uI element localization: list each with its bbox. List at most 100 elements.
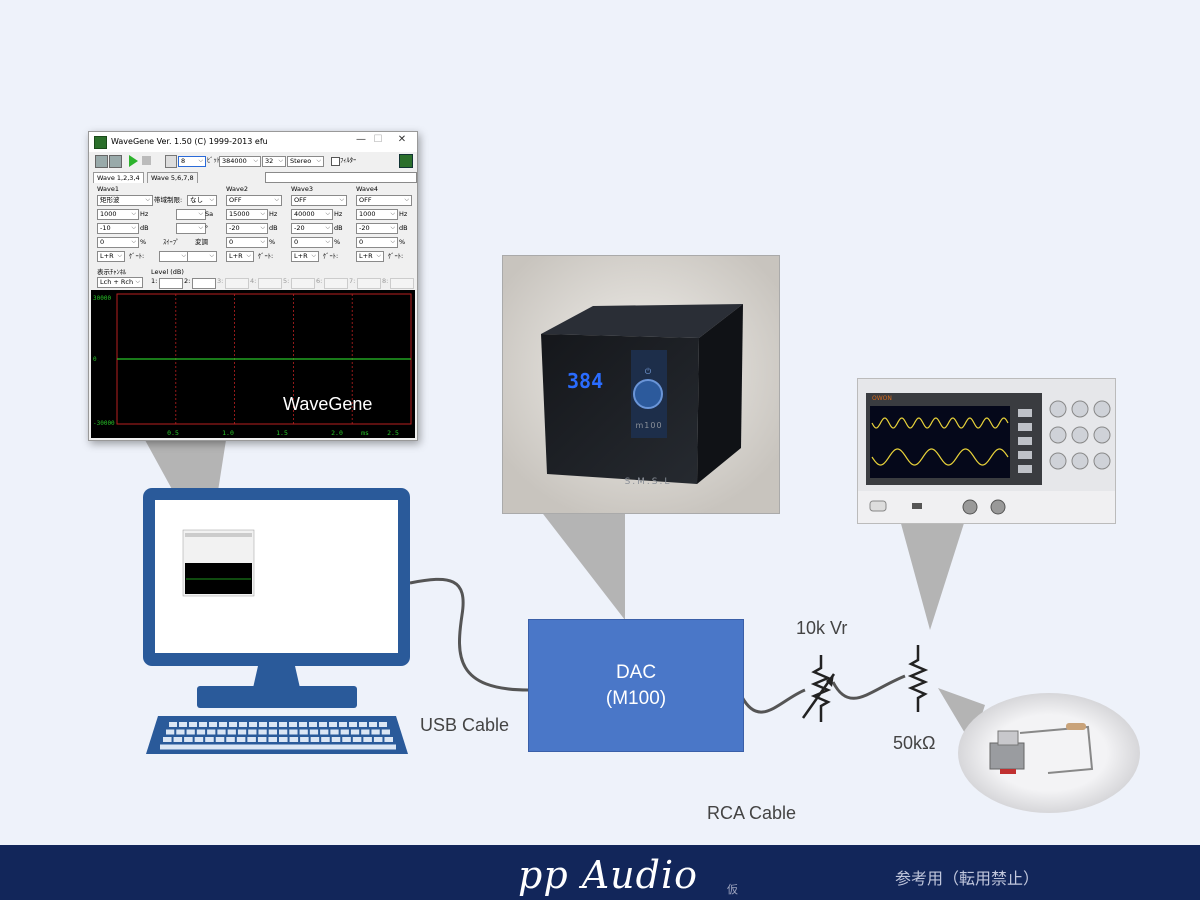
wave-1-level-input[interactable]: -10 (97, 223, 139, 234)
wave-1-db-unit: dB (140, 224, 149, 232)
wave-1-phase-input[interactable]: 0 (97, 237, 139, 248)
scope-side-button (1018, 437, 1032, 445)
level-meter (258, 278, 282, 289)
jack-red-band (1000, 769, 1016, 774)
display-channel-label: 表示ﾁｬﾝﾈﾙ (97, 268, 127, 276)
tab-wave-5-8[interactable]: Wave 5,6,7,8 (147, 172, 198, 183)
close-button[interactable]: ✕ (397, 134, 407, 145)
mode-select[interactable]: Stereo (287, 156, 324, 167)
variable-resistor-symbol (801, 655, 836, 722)
wave-3-type-select[interactable]: OFF (291, 195, 347, 206)
wave-4-db-unit: dB (399, 224, 408, 232)
wave-3-hz-unit: Hz (334, 210, 343, 218)
wave-4-title: Wave4 (356, 185, 378, 193)
display-channel-select[interactable]: Lch + Rch (97, 277, 143, 288)
pulse-width-input[interactable] (176, 209, 206, 220)
scope-usb-port (912, 503, 922, 509)
wave-3-channel-select[interactable]: L+R (291, 251, 319, 262)
dac-brand-text: S.M.S.L (625, 477, 672, 487)
scope-knob (1071, 426, 1089, 444)
wave-2-hz-unit: Hz (269, 210, 278, 218)
exit-icon[interactable] (399, 154, 413, 168)
wave-1-pct-unit: % (140, 238, 147, 246)
scope-x-tick: 2.0 (331, 429, 343, 437)
stop-icon[interactable] (142, 156, 151, 165)
dac-block-title: DAC (615, 662, 657, 683)
modulation-label: 変調 (195, 238, 208, 246)
channel-select[interactable]: 8 (178, 156, 206, 167)
jack-body (989, 742, 1025, 770)
wavegene-window: WaveGene Ver. 1.50 (C) 1999-2013 efu — ☐… (88, 131, 418, 441)
wave-4-gate-label: ｹﾞｰﾄ: (388, 252, 404, 260)
band-limit-select[interactable]: なし (187, 195, 217, 206)
wave-2-phase-input[interactable]: 0 (226, 237, 268, 248)
wave-2-freq-input[interactable]: 15000 (226, 209, 268, 220)
wave-4-type-select[interactable]: OFF (356, 195, 412, 206)
wavegene-toolbar: 8 ﾋﾞｯﾄ 384000 32 Stereo ﾌｨﾙﾀｰ (89, 152, 417, 170)
level-channel-label: 1: (151, 277, 158, 285)
wave-3-title: Wave3 (291, 185, 313, 193)
wave-4-pct-unit: % (399, 238, 406, 246)
jack-resistor (1066, 723, 1086, 730)
dac-photo: ⏻ 384 m100 S.M.S.L (502, 255, 780, 514)
level-meter (324, 278, 348, 289)
band-limit-label: 帯域制限: (154, 196, 183, 204)
gate-select-2[interactable] (187, 251, 217, 262)
wave-4-phase-input[interactable]: 0 (356, 237, 398, 248)
wave-1-title: Wave1 (97, 185, 119, 193)
save-icon[interactable] (109, 155, 122, 168)
minimize-button[interactable]: — (356, 134, 366, 145)
wave-2-pct-unit: % (269, 238, 276, 246)
gate-select-1[interactable] (159, 251, 189, 262)
usb-cable-label: USB Cable (420, 715, 510, 735)
sweep-label: ｽｲｰﾌﾟ (163, 238, 180, 246)
wave-4-channel-select[interactable]: L+R (356, 251, 384, 262)
wave-3-pct-unit: % (334, 238, 341, 246)
wave-4-freq-input[interactable]: 1000 (356, 209, 398, 220)
scope-channel-2-trace (871, 448, 1009, 466)
wave-2-type-select[interactable]: OFF (226, 195, 282, 206)
scope-x-tick: 2.5 (387, 429, 399, 437)
wave-1-freq-input[interactable]: 1000 (97, 209, 139, 220)
rca-jack-drawing (989, 723, 1094, 774)
scope-knob (1049, 452, 1067, 470)
bit-depth-select[interactable]: 32 (262, 156, 286, 167)
level-channel-label: 3: (217, 277, 224, 285)
scope-power-button (869, 500, 887, 512)
rca-cable-segment-2 (831, 674, 906, 700)
phase-offset-input[interactable] (176, 223, 206, 234)
play-icon[interactable] (129, 155, 138, 167)
wave-3-freq-input[interactable]: 40000 (291, 209, 333, 220)
tab-wave-1-4[interactable]: Wave 1,2,3,4 (93, 172, 144, 183)
wavegene-titlebar: WaveGene Ver. 1.50 (C) 1999-2013 efu — ☐… (89, 132, 417, 152)
level-meter (192, 278, 216, 289)
resistor-symbol (907, 645, 929, 712)
scope-knob (1093, 400, 1111, 418)
scope-x-tick: ms (361, 429, 369, 437)
maximize-button[interactable]: ☐ (373, 134, 383, 145)
scope-side-button (1018, 451, 1032, 459)
wave-3-phase-input[interactable]: 0 (291, 237, 333, 248)
sample-rate-select[interactable]: 384000 (219, 156, 261, 167)
wave-4-level-input[interactable]: -20 (356, 223, 398, 234)
scope-channel-1-trace (871, 417, 1009, 429)
copy-icon[interactable] (165, 155, 177, 168)
wave-2-channel-select[interactable]: L+R (226, 251, 254, 262)
level-meter (357, 278, 381, 289)
wave-2-title: Wave2 (226, 185, 248, 193)
dac-display: 384 (567, 369, 603, 393)
wave-1-channel-select[interactable]: L+R (97, 251, 125, 262)
wavegene-title: WaveGene Ver. 1.50 (C) 1999-2013 efu (111, 137, 268, 146)
scope-bnc-ch1 (962, 499, 978, 515)
dac-block-model: (M100) (605, 688, 667, 709)
wave-2-level-input[interactable]: -20 (226, 223, 268, 234)
filter-checkbox[interactable] (331, 157, 340, 166)
wave-1-type-select[interactable]: 矩形波 (97, 195, 153, 206)
level-channel-label: 2: (184, 277, 191, 285)
open-icon[interactable] (95, 155, 108, 168)
scope-bnc-ch2 (990, 499, 1006, 515)
wave-3-level-input[interactable]: -20 (291, 223, 333, 234)
dac-model-text: m100 (635, 421, 662, 430)
